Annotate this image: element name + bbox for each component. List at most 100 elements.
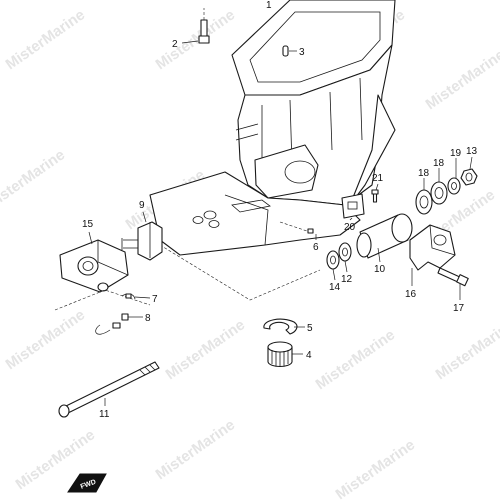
plate-hole: [208, 220, 220, 228]
callout-11: 11: [99, 409, 110, 420]
leader-lines: [88, 40, 473, 406]
clamp-bracket-16[interactable]: [409, 224, 456, 271]
bolt-head: [198, 35, 210, 44]
nut: [112, 322, 121, 329]
bushing-end: [356, 232, 372, 258]
washer-outer: [447, 177, 461, 195]
fwd-arrow-icon: [67, 473, 107, 493]
bolt-shank: [200, 19, 208, 37]
washer-inner: [451, 182, 457, 190]
callout-10: 10: [374, 264, 386, 275]
nut-13[interactable]: [460, 168, 478, 186]
housing-port: [284, 160, 316, 184]
nut-hex: [460, 168, 478, 186]
bolt-17[interactable]: [437, 267, 469, 287]
leader-12: [344, 260, 348, 273]
plate-hole: [203, 210, 217, 220]
clip-7[interactable]: [121, 293, 136, 300]
callout-20: 20: [344, 222, 356, 233]
washer-outer: [415, 189, 433, 215]
circlip-5[interactable]: [263, 318, 298, 335]
housing-side-boss: [254, 144, 319, 199]
leader-13: [469, 156, 473, 170]
leader-7: [134, 296, 151, 299]
washer-12[interactable]: [338, 242, 352, 262]
leader-14: [332, 268, 336, 281]
callout-9: 9: [139, 200, 145, 211]
callout-17: 17: [453, 303, 465, 314]
shaft-end: [58, 404, 70, 418]
watermark: MisterMarine: [153, 416, 239, 483]
watermark: MisterMarine: [0, 146, 68, 213]
washer-inner: [330, 255, 336, 265]
plate-slot: [231, 199, 271, 213]
washer-18a[interactable]: [415, 189, 433, 215]
circlip-shape: [263, 318, 298, 335]
watermark: MisterMarine: [333, 436, 419, 500]
leader-9: [142, 211, 147, 223]
washer-14[interactable]: [326, 250, 340, 270]
watermark: MisterMarine: [3, 6, 89, 73]
nut-bore: [465, 172, 473, 182]
callout-7: 7: [152, 294, 158, 305]
screw-21[interactable]: [371, 189, 379, 203]
plate-hole: [192, 216, 204, 224]
bushing-face: [391, 213, 413, 243]
leader-15: [88, 231, 93, 245]
callout-16: 16: [405, 289, 417, 300]
bracket-body: [409, 224, 456, 271]
clamp-block-15[interactable]: [54, 239, 151, 311]
washer-inner: [419, 195, 429, 209]
bushing-10[interactable]: [356, 213, 413, 259]
screw-head: [371, 189, 379, 195]
screw-shank: [372, 193, 378, 203]
drive-shaft-housing[interactable]: [149, 0, 396, 301]
washer-inner: [434, 187, 444, 199]
callout-8: 8: [145, 313, 151, 324]
housing-side-pin: [235, 123, 259, 141]
callout-19: 19: [450, 148, 462, 159]
bracket-plate: [341, 193, 365, 219]
watermark: MisterMarine: [433, 316, 500, 383]
housing-rib: [329, 91, 333, 151]
dowel-pin-3[interactable]: [282, 45, 289, 57]
bolt-2[interactable]: [198, 8, 210, 44]
callout-13: 13: [466, 146, 478, 157]
screw-head: [307, 228, 314, 234]
callout-15: 15: [82, 219, 94, 230]
housing-rib: [359, 77, 363, 141]
washer-19[interactable]: [447, 177, 461, 195]
callout-2: 2: [172, 39, 178, 50]
plate-edge: [224, 194, 269, 246]
callout-1: 1: [266, 0, 272, 11]
callout-21: 21: [372, 173, 384, 184]
shaft-11[interactable]: [58, 324, 160, 418]
washer-inner: [342, 247, 348, 257]
assembly-guide: [159, 244, 321, 301]
anti-cavitation-plate: [149, 171, 361, 256]
rubber-mount-9[interactable]: [121, 221, 163, 261]
callout-14: 14: [329, 282, 341, 293]
callout-4: 4: [306, 350, 312, 361]
clamp-bore-inner: [82, 261, 94, 271]
callout-6: 6: [313, 242, 319, 253]
callout-12: 12: [341, 274, 353, 285]
callout-3: 3: [299, 47, 305, 58]
cap-4[interactable]: [267, 341, 293, 368]
leader-2: [181, 40, 199, 44]
clamp-bore: [77, 256, 99, 276]
bracket-edge: [429, 224, 456, 256]
callouts: 1 2 3 4 5 6 7 8 9 10 11 12 13 14 15 16 1…: [82, 0, 478, 420]
bolt-8[interactable]: [112, 313, 129, 329]
dowel-pin: [282, 45, 289, 57]
callout-18a: 18: [418, 168, 430, 179]
fwd-badge: FWD: [67, 473, 107, 493]
bolt-head: [456, 274, 469, 287]
leader-21: [375, 183, 379, 191]
washer-18b[interactable]: [430, 181, 448, 205]
screw-6[interactable]: [279, 221, 314, 234]
watermark: MisterMarine: [3, 306, 89, 373]
bracket-plate-20[interactable]: [341, 193, 365, 219]
